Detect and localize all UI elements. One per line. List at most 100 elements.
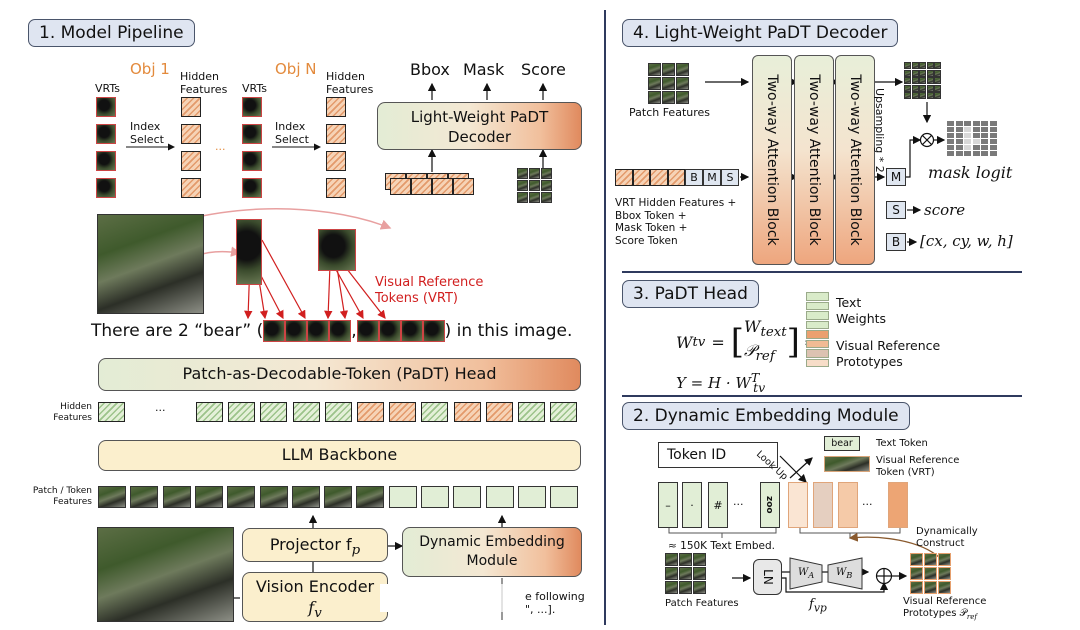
dem-patch-features-label: Patch Features (665, 598, 739, 609)
mask-logit-cell (972, 139, 980, 144)
vrt-hidden-token (632, 169, 650, 186)
bbox-output: [cx, cy, w, h] (920, 232, 1013, 250)
hidden-feature-cell (98, 402, 125, 422)
patch-cell (926, 77, 934, 84)
hidden-feature-cell (389, 402, 417, 422)
patch-cell (924, 581, 937, 594)
mask-logit-cell (981, 139, 988, 144)
vrt-patch (242, 124, 262, 144)
vrt-patch (96, 97, 116, 117)
mask-logit-cell (989, 151, 997, 156)
patch-cell (648, 63, 661, 76)
patch-cell (934, 69, 941, 77)
attention-block-3: Two-way Attention Block (835, 55, 875, 265)
patch-cell (529, 180, 540, 191)
patch-cell (679, 553, 692, 566)
sentence-vrt-token (285, 320, 308, 342)
patch-cell (679, 567, 692, 580)
patch-cell (665, 553, 678, 566)
visual-embedding-column (838, 482, 858, 528)
patch-cell (904, 92, 911, 99)
patch-cell (541, 168, 552, 179)
patch-feature-cell (291, 486, 320, 508)
vrt-patch (242, 97, 262, 117)
patch-cell (541, 180, 552, 191)
patch-cell (919, 84, 926, 92)
hidden-feature-cell (421, 402, 449, 422)
hidden-feature-cell (485, 402, 513, 422)
vrt-hidden-token (615, 169, 633, 186)
hidden-feature-patch (326, 97, 346, 117)
text-weight-row (806, 320, 829, 329)
patch-feature-cell (98, 486, 126, 508)
hidden-feature-patch (181, 97, 201, 117)
mask-logit-cell (964, 145, 971, 150)
token-feature-cell (453, 486, 482, 508)
patch-cell (924, 567, 937, 580)
vrp-weight-row (806, 349, 829, 358)
visual-embedding-column (788, 482, 808, 528)
vrts-label-2: VRTs (242, 82, 267, 95)
mask-logit-cell (981, 133, 988, 138)
mask-logit-cell (972, 151, 980, 156)
mask-logit-cell (955, 133, 963, 138)
mask-logit-cell (989, 127, 997, 132)
decoder-token-s: S (721, 169, 739, 186)
layer-norm-box: LN (753, 559, 782, 595)
patch-feature-cell (162, 486, 191, 508)
example-sentence: There are 2 “bear” ( , ) in this image. (91, 320, 572, 342)
patch-cell (938, 581, 951, 594)
patch-cell (934, 62, 941, 69)
mask-logit-cell (955, 121, 963, 126)
text-token-label: Text Token (876, 438, 928, 449)
token-desc-line: Mask Token + (615, 222, 688, 234)
patch-cell (662, 63, 675, 76)
patch-feature-cell (130, 486, 159, 508)
token-feature-cell (550, 486, 579, 508)
token-feature-cell (517, 486, 546, 508)
wb-projection (827, 557, 863, 590)
vrt-hidden-token (650, 169, 668, 186)
token-desc-line: Bbox Token + (615, 209, 687, 222)
mask-logit-cell (964, 121, 971, 126)
patch-cell (911, 84, 919, 92)
vrt-patch (96, 124, 116, 144)
patch-cell (926, 69, 934, 77)
objN-label: Obj N (275, 60, 317, 78)
text-weight-row (806, 311, 829, 320)
mask-logit-cell (989, 121, 997, 126)
sentence-vrt-token (378, 320, 401, 342)
section-title-model-pipeline: 1. Model Pipeline (28, 19, 195, 47)
patch-cell (926, 84, 934, 92)
hidden-feature-cell (518, 402, 545, 422)
patch-cell (648, 77, 661, 90)
mask-logit-cell (964, 151, 971, 156)
patch-cell (938, 567, 951, 580)
vrp-weight-row (806, 330, 829, 339)
sentence-vrt-token (400, 320, 423, 342)
mask-logit-cell (981, 121, 988, 126)
patch-cell (693, 567, 706, 580)
text-weight-row (806, 292, 829, 301)
patch-cell (904, 84, 911, 92)
patch-cell (919, 69, 926, 77)
stacked-token-front (453, 178, 474, 195)
patch-cell (919, 62, 926, 69)
mask-logit-cell (947, 133, 954, 138)
patch-cell (904, 77, 911, 84)
text-embed-label: ≈ 150K Text Embed. (668, 540, 775, 552)
hidden-feature-cell (453, 402, 481, 422)
patch-cell (676, 63, 689, 76)
stacked-token-front (411, 178, 432, 195)
token-desc-line: VRT Hidden Features + (615, 197, 737, 209)
vrp-weight-row (806, 358, 829, 367)
